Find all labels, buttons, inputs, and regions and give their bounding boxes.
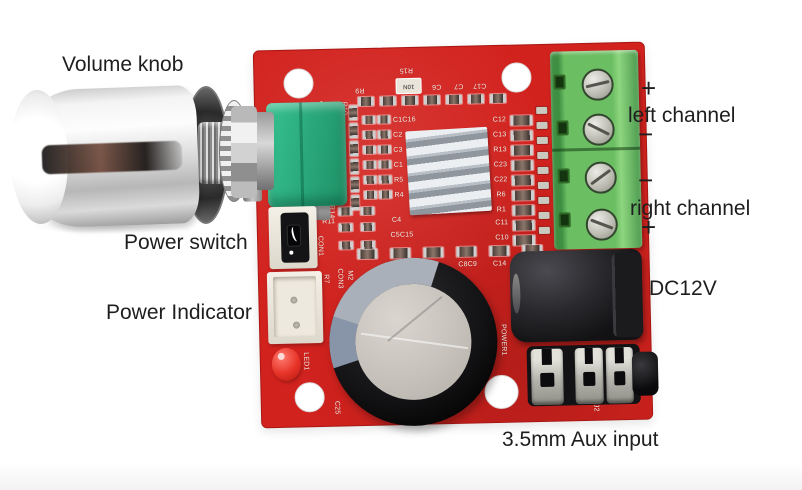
silkscreen-text: C1 [393,161,404,169]
right-channel-label: right channel [630,197,751,220]
silkscreen-text: R13 [493,146,507,154]
left-channel-plus-label: + [641,73,657,103]
silkscreen-text: C23 [493,161,508,169]
silkscreen-text: CON3 [336,268,344,289]
silkscreen-text: C25 [333,400,341,415]
left-channel-minus-label: − [638,119,654,149]
terminal-wire-slot [557,168,570,184]
volume-knob-label: Volume knob [62,53,184,76]
power-indicator-label: Power Indicator [106,301,252,324]
silkscreen-text: J2 [592,403,600,412]
silkscreen-text: C1C16 [392,116,416,124]
aux-jack-shield [574,347,604,405]
heatsink [405,126,492,216]
silkscreen-text: C14 [492,260,507,268]
silkscreen-text: C4 [391,216,402,224]
silkscreen-text: R5 [393,176,404,184]
silkscreen-text: C11 [495,219,509,227]
amplifier-pcb: R1510NC6C7C17R9R10VRC1C16C2C3C1R5R4C4C5C… [241,41,659,456]
silkscreen-text: C5C15 [390,231,414,239]
right-channel-minus-label: − [638,165,654,195]
silkscreen-text: LED1 [302,352,310,371]
terminal-wire-slot [558,212,571,228]
silkscreen-text: C22 [493,176,508,184]
left-channel-label: left channel [628,104,736,127]
terminal-wire-slot [553,74,566,90]
silkscreen-text: C17 [472,81,487,90]
potentiometer [265,101,348,208]
silkscreen-text: POWER1 [499,324,508,356]
silkscreen-text: R15 [399,66,414,74]
switch-reflection-dot [289,250,294,255]
silkscreen-text: R1 [496,206,507,214]
silkscreen-text: CON1 [316,235,324,257]
silkscreen-text: C7 [453,82,464,90]
dc-power-jack-flange [611,252,644,338]
silkscreen-text: C6 [431,82,442,90]
silkscreen-text: C2 [392,131,403,139]
silkscreen-text: C8C9 [458,260,478,269]
background-fade [0,462,802,490]
silkscreen-text: C13 [492,131,507,139]
silkscreen-text: R6 [496,191,506,199]
power-indicator-connector [266,270,324,345]
right-channel-plus-label: + [641,212,657,242]
aux-jack-barrel [631,351,659,396]
silkscreen-text: 10N [402,82,415,90]
aux-input-label: 3.5mm Aux input [502,428,659,451]
aux-jack-shield [605,346,634,404]
silkscreen-text: R4 [394,191,404,199]
silkscreen-text: C3 [393,146,403,154]
silkscreen-text: C12 [492,116,507,124]
knob-reflection-stripe [41,140,183,175]
terminal-wire-slot [556,120,569,136]
silkscreen-text: C10 [495,234,509,242]
hex-nut [231,106,257,198]
silkscreen-text: R7 [322,274,330,284]
dc12v-label: DC12V [649,277,717,300]
power-switch-label: Power switch [124,231,248,254]
silkscreen-text: M2 [346,270,354,281]
silkscreen-text: R9 [354,86,365,94]
aux-jack-shield [530,348,564,406]
